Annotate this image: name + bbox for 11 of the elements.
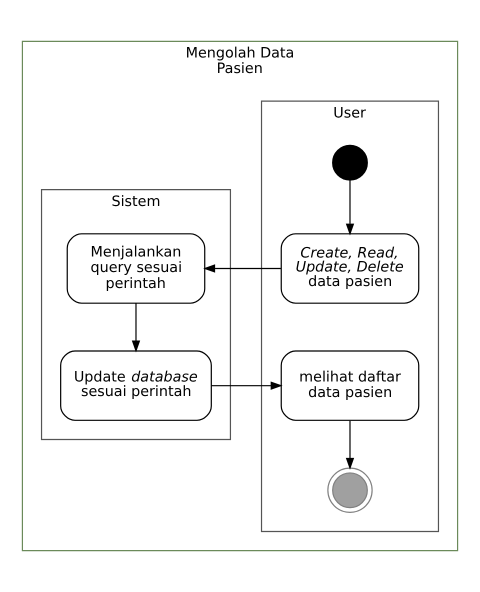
node-circle — [327, 468, 373, 513]
arrow — [203, 264, 281, 273]
node-box: Menjalankan query sesuai perintah — [66, 233, 206, 304]
arrow — [212, 381, 283, 390]
node-circle — [332, 144, 368, 181]
arrow — [346, 180, 354, 236]
arrow — [346, 420, 354, 470]
node-box: Create, Read, Update, Delete data pasien — [280, 233, 420, 304]
arrow — [132, 303, 140, 353]
node-box: Update database sesuai perintah — [60, 350, 212, 421]
node-box: melihat daftar data pasien — [280, 350, 420, 421]
